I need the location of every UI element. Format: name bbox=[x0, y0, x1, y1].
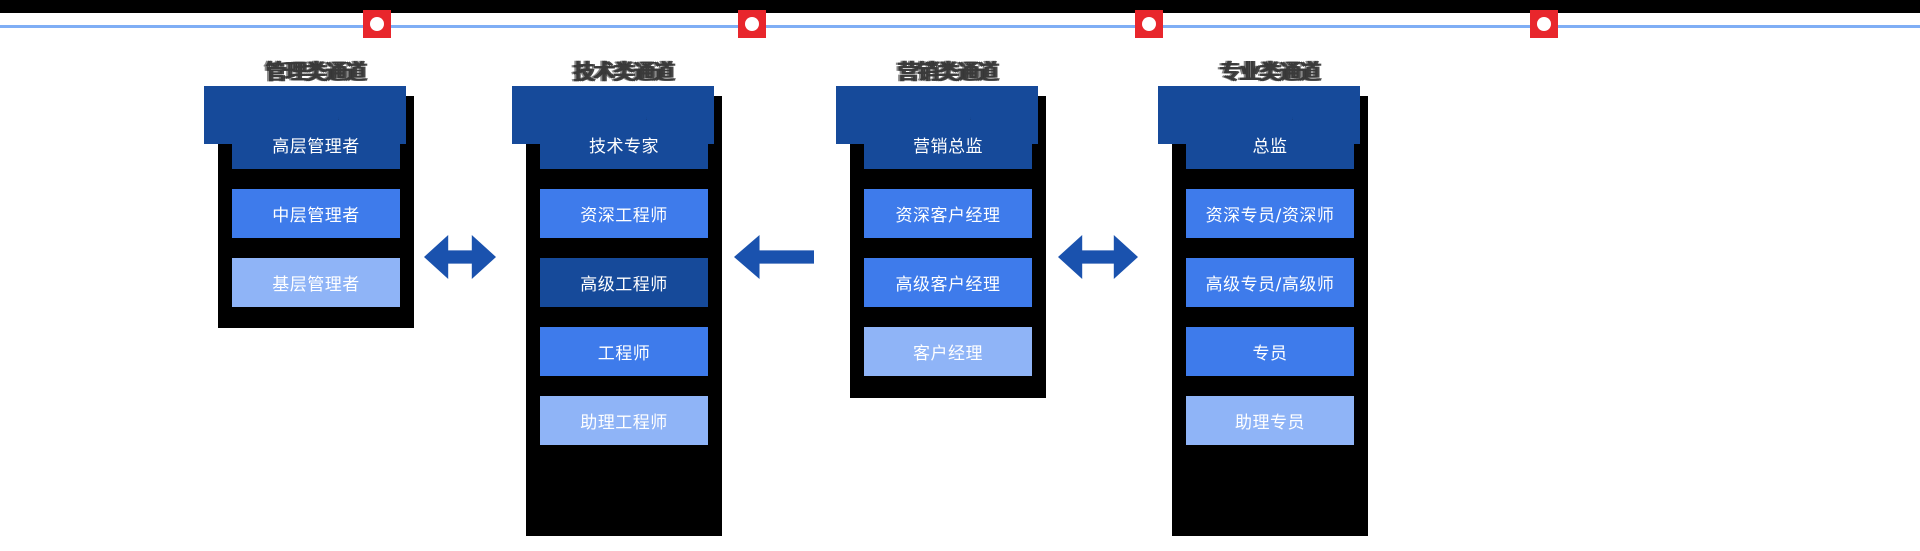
arrow-marketing-technical bbox=[734, 235, 814, 279]
career-level-item[interactable]: 总监 bbox=[1186, 120, 1354, 169]
career-level-item[interactable]: 中层管理者 bbox=[232, 189, 400, 238]
column-title-technical: 技术类通道 bbox=[573, 60, 674, 84]
timeline-marker-dot bbox=[1142, 17, 1156, 31]
column-title-professional: 专业类通道 bbox=[1219, 60, 1320, 84]
career-level-item[interactable]: 高层管理者 bbox=[232, 120, 400, 169]
column-frame-management: 高层管理者中层管理者基层管理者 bbox=[204, 86, 414, 328]
career-level-item[interactable]: 专员 bbox=[1186, 327, 1354, 376]
column-items-management: 高层管理者中层管理者基层管理者 bbox=[232, 96, 400, 307]
career-level-item[interactable]: 基层管理者 bbox=[232, 258, 400, 307]
top-black-bar bbox=[0, 0, 1920, 13]
column-frame-professional: 总监资深专员/资深师高级专员/高级师专员助理专员 bbox=[1158, 86, 1368, 536]
career-level-item[interactable]: 工程师 bbox=[540, 327, 708, 376]
column-frame-technical: 技术专家资深工程师高级工程师工程师助理工程师 bbox=[512, 86, 722, 536]
timeline-marker-dot bbox=[370, 17, 384, 31]
timeline-marker-1[interactable] bbox=[363, 10, 391, 38]
timeline-marker-4[interactable] bbox=[1530, 10, 1558, 38]
career-level-item[interactable]: 助理工程师 bbox=[540, 396, 708, 445]
column-items-professional: 总监资深专员/资深师高级专员/高级师专员助理专员 bbox=[1186, 96, 1354, 445]
timeline-track bbox=[0, 25, 1920, 28]
arrow-management-technical bbox=[424, 235, 496, 279]
career-level-item[interactable]: 资深客户经理 bbox=[864, 189, 1032, 238]
timeline-marker-2[interactable] bbox=[738, 10, 766, 38]
career-level-item[interactable]: 助理专员 bbox=[1186, 396, 1354, 445]
career-level-item[interactable]: 客户经理 bbox=[864, 327, 1032, 376]
timeline-marker-dot bbox=[745, 17, 759, 31]
career-level-item[interactable]: 营销总监 bbox=[864, 120, 1032, 169]
timeline-marker-3[interactable] bbox=[1135, 10, 1163, 38]
column-items-technical: 技术专家资深工程师高级工程师工程师助理工程师 bbox=[540, 96, 708, 445]
career-level-item[interactable]: 高级专员/高级师 bbox=[1186, 258, 1354, 307]
column-items-marketing: 营销总监资深客户经理高级客户经理客户经理 bbox=[864, 96, 1032, 376]
career-path-board: 管理类通道高层管理者中层管理者基层管理者 技术类通道技术专家资深工程师高级工程师工… bbox=[0, 40, 1920, 551]
timeline-marker-dot bbox=[1537, 17, 1551, 31]
career-level-item[interactable]: 资深专员/资深师 bbox=[1186, 189, 1354, 238]
column-frame-marketing: 营销总监资深客户经理高级客户经理客户经理 bbox=[836, 86, 1046, 398]
column-title-management: 管理类通道 bbox=[265, 60, 366, 84]
arrow-marketing-professional bbox=[1058, 235, 1138, 279]
career-level-item[interactable]: 技术专家 bbox=[540, 120, 708, 169]
column-title-marketing: 营销类通道 bbox=[897, 60, 998, 84]
career-level-item[interactable]: 高级工程师 bbox=[540, 258, 708, 307]
career-level-item[interactable]: 高级客户经理 bbox=[864, 258, 1032, 307]
career-level-item[interactable]: 资深工程师 bbox=[540, 189, 708, 238]
